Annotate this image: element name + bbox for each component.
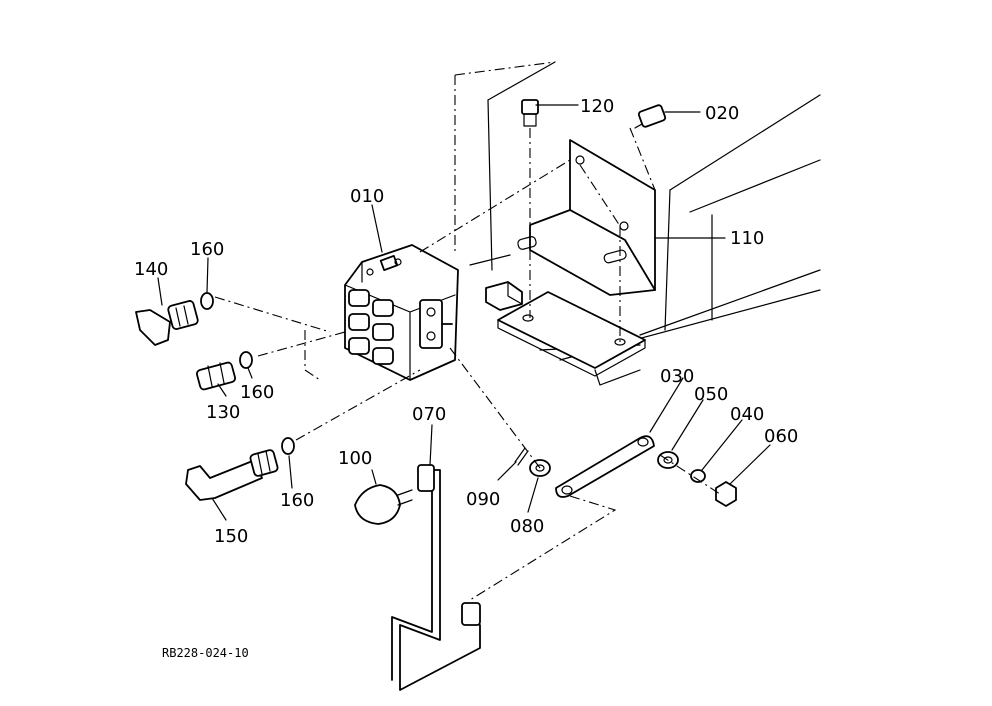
- control-valve: [344, 244, 459, 381]
- label-100: 100: [338, 448, 372, 469]
- knob-100: [354, 484, 413, 525]
- alignment-lines: [214, 127, 721, 601]
- label-070: 070: [412, 404, 446, 425]
- label-020: 020: [705, 103, 739, 124]
- control-lever-070: [391, 464, 481, 691]
- o-ring-bottom: [281, 437, 295, 455]
- label-110: 110: [730, 228, 764, 249]
- label-010: 010: [350, 186, 384, 207]
- label-160-bottom: 160: [280, 490, 314, 511]
- leader-lines: [157, 104, 771, 521]
- o-ring-top: [200, 292, 214, 310]
- nut-060: [715, 481, 737, 507]
- label-050: 050: [694, 384, 728, 405]
- label-120: 120: [580, 96, 614, 117]
- drawing-code: RB228-024-10: [162, 646, 249, 660]
- fitting-120: [521, 99, 539, 127]
- elbow-fitting-140: [135, 300, 199, 346]
- washer-080-hole: [535, 464, 545, 472]
- label-080: 080: [510, 516, 544, 537]
- bracket: [517, 139, 656, 296]
- label-160-top: 160: [190, 239, 224, 260]
- o-ring-middle: [239, 351, 253, 369]
- washer-050: [657, 451, 679, 469]
- washer-050-hole: [663, 456, 673, 464]
- label-090: 090: [466, 489, 500, 510]
- washer-080: [529, 459, 551, 477]
- label-140: 140: [134, 259, 168, 280]
- bolt-020: [634, 104, 667, 129]
- label-150: 150: [214, 526, 248, 547]
- spring-washer-040: [690, 469, 706, 483]
- label-060: 060: [764, 426, 798, 447]
- label-130: 130: [206, 402, 240, 423]
- link-rod-030: [555, 435, 655, 498]
- shelf-plate: [485, 281, 646, 377]
- cotter-pin-090: [514, 447, 529, 466]
- straight-fitting-130: [196, 361, 236, 391]
- label-030: 030: [660, 366, 694, 387]
- label-160-middle: 160: [240, 382, 274, 403]
- hose-fitting-150: [185, 449, 279, 501]
- label-040: 040: [730, 404, 764, 425]
